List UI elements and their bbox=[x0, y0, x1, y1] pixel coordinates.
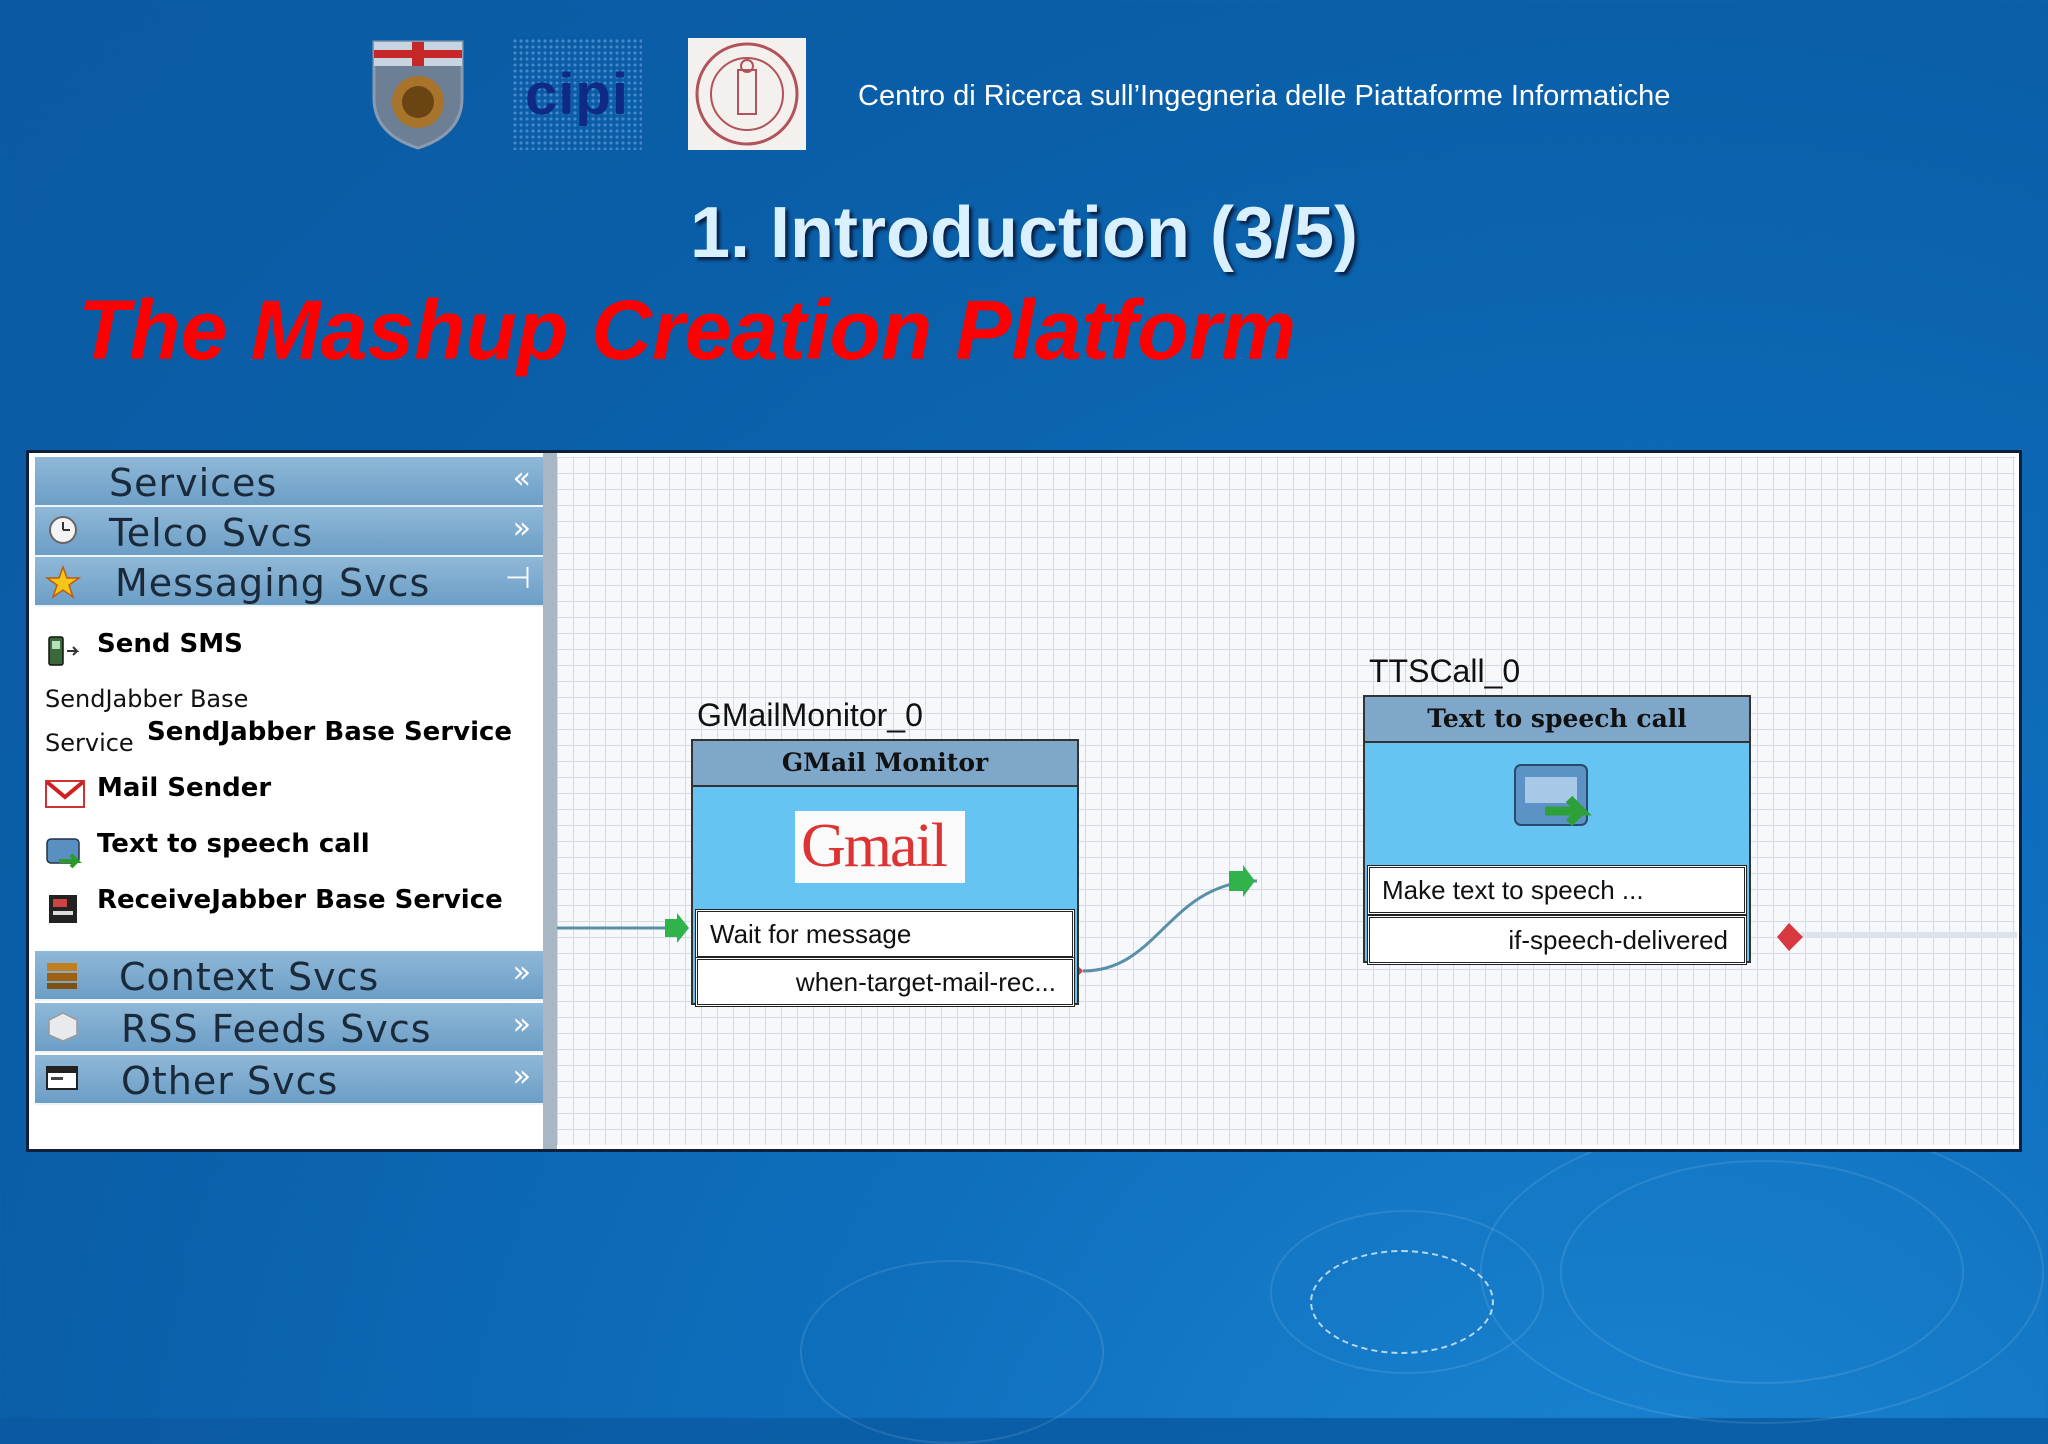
other-svcs-header[interactable]: Other Svcs » bbox=[35, 1055, 543, 1105]
background-ripple bbox=[1310, 1250, 1494, 1354]
background-ripple bbox=[800, 1260, 1104, 1444]
service-item-label: SendJabber Base Service bbox=[147, 717, 513, 747]
telco-svcs-header[interactable]: Telco Svcs » bbox=[35, 507, 543, 557]
rss-feeds-svcs-label: RSS Feeds Svcs bbox=[121, 1007, 432, 1051]
cipi-logo: cipi bbox=[512, 38, 642, 150]
background-ripple bbox=[1270, 1210, 1544, 1374]
gmail-logo-text: Gmail bbox=[801, 812, 948, 880]
service-item-label: Text to speech call bbox=[97, 829, 370, 859]
research-center-name: Centro di Ricerca sull’Ingegneria delle … bbox=[858, 80, 1671, 112]
chevron-right-icon[interactable]: » bbox=[512, 1007, 531, 1042]
phone-call-icon bbox=[1511, 759, 1599, 835]
services-header-label: Services bbox=[109, 461, 278, 505]
messaging-svcs-header[interactable]: Messaging Svcs ⊣ bbox=[35, 557, 543, 607]
services-sidebar: Services « Telco Svcs » Messaging Svcs ⊣… bbox=[35, 457, 543, 1145]
gmail-input-port[interactable]: Wait for message bbox=[695, 909, 1075, 959]
messaging-svcs-label: Messaging Svcs bbox=[115, 561, 431, 605]
chevron-right-icon[interactable]: » bbox=[512, 955, 531, 990]
phone-call-icon bbox=[45, 833, 85, 873]
tts-output-port[interactable]: if-speech-delivered bbox=[1367, 915, 1747, 965]
telco-svcs-label: Telco Svcs bbox=[109, 511, 314, 555]
university-seal-logo bbox=[688, 38, 806, 150]
service-item-label: ReceiveJabber Base Service bbox=[97, 885, 503, 915]
gmail-logo-icon: Gmail bbox=[795, 811, 965, 883]
chevron-right-icon[interactable]: » bbox=[512, 511, 531, 546]
other-svcs-label: Other Svcs bbox=[121, 1059, 339, 1103]
slide-subtitle: The Mashup Creation Platform bbox=[78, 283, 1297, 377]
tts-node-id: TTSCall_0 bbox=[1369, 653, 1521, 689]
gmail-icon bbox=[45, 777, 85, 817]
collapse-icon[interactable]: « bbox=[512, 461, 531, 496]
tts-node[interactable]: Text to speech call Make text to speech … bbox=[1363, 695, 1751, 965]
phone-icon bbox=[45, 629, 85, 669]
gmail-monitor-node-header: GMail Monitor bbox=[693, 741, 1077, 787]
cube-icon bbox=[45, 1011, 81, 1042]
service-item-prefix-line1: SendJabber Base bbox=[45, 685, 249, 713]
rss-feeds-svcs-header[interactable]: RSS Feeds Svcs » bbox=[35, 1003, 543, 1053]
tts-node-header: Text to speech call bbox=[1365, 697, 1749, 743]
slide-title: 1. Introduction (3/5) bbox=[689, 193, 1358, 273]
service-item-label: Send SMS bbox=[97, 629, 243, 659]
input-port-arrow bbox=[665, 913, 689, 943]
service-item-prefix-line2: Service bbox=[45, 729, 134, 757]
sidebar-splitter[interactable] bbox=[543, 453, 557, 1149]
stack-icon bbox=[45, 959, 81, 989]
services-header[interactable]: Services « bbox=[35, 457, 543, 507]
context-svcs-header[interactable]: Context Svcs » bbox=[35, 951, 543, 1001]
tts-input-port[interactable]: Make text to speech ... bbox=[1367, 865, 1747, 915]
chat-icon bbox=[45, 889, 85, 929]
context-svcs-label: Context Svcs bbox=[119, 955, 380, 999]
background-ripple bbox=[1560, 1160, 1964, 1384]
gmail-monitor-node-id: GMailMonitor_0 bbox=[697, 697, 923, 733]
cipi-logo-text: cipi bbox=[525, 61, 629, 127]
mashup-editor-window: Services « Telco Svcs » Messaging Svcs ⊣… bbox=[26, 450, 2022, 1152]
gmail-monitor-node[interactable]: GMail Monitor Gmail Wait for message whe… bbox=[691, 739, 1079, 1007]
clock-icon bbox=[45, 515, 81, 545]
mashup-canvas[interactable]: GMailMonitor_0 GMail Monitor Gmail Wait … bbox=[557, 457, 2017, 1145]
service-item-label: Mail Sender bbox=[97, 773, 272, 803]
connector-lines bbox=[557, 865, 2017, 985]
window-icon bbox=[45, 1063, 81, 1093]
chevron-right-icon[interactable]: » bbox=[512, 1059, 531, 1094]
gmail-output-port[interactable]: when-target-mail-rec... bbox=[695, 957, 1075, 1007]
star-icon bbox=[44, 564, 82, 599]
pin-icon[interactable]: ⊣ bbox=[504, 561, 531, 596]
crest-logo bbox=[370, 38, 466, 150]
